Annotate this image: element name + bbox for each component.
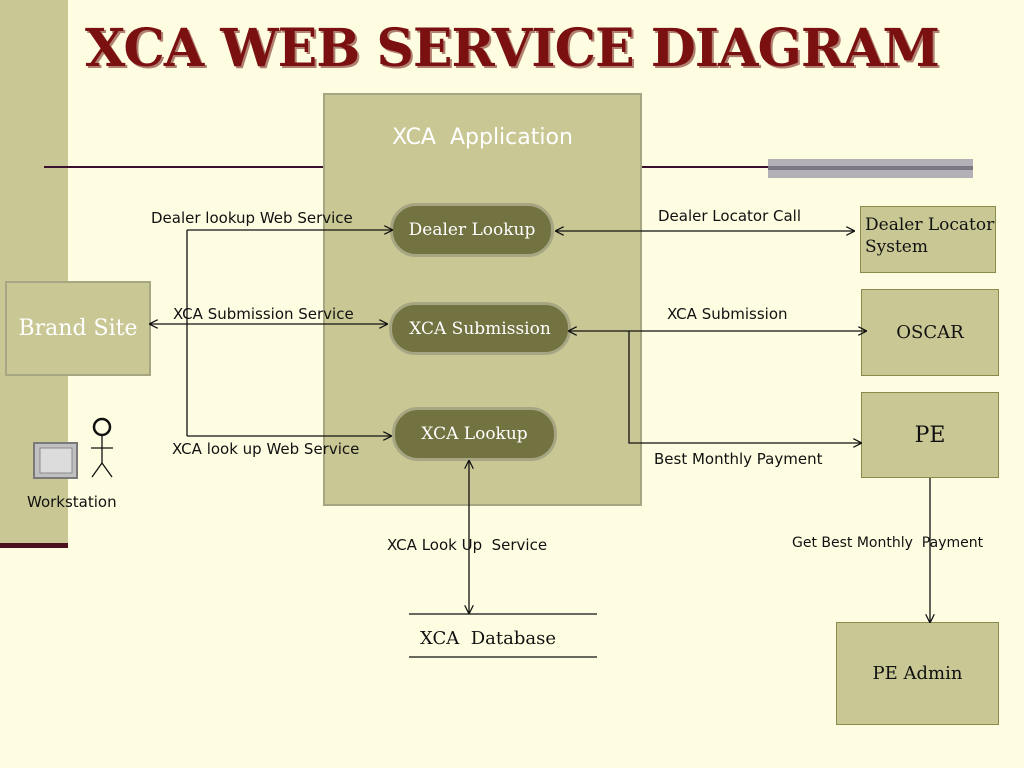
- xca-lookup-node: XCA Lookup: [392, 407, 557, 461]
- xca-lookup-ws-label: XCA look up Web Service: [172, 440, 360, 458]
- get-best-monthly-payment-label: Get Best Monthly Payment: [792, 535, 984, 551]
- xca-lookup-service-label: XCA Look Up Service: [387, 536, 548, 554]
- pe-node: PE: [861, 392, 999, 478]
- best-monthly-payment-arrow: [628, 331, 861, 443]
- dealer-locator-label-line1: Dealer Locator: [865, 215, 995, 235]
- dealer-locator-system-node: Dealer Locator System: [860, 206, 996, 273]
- xca-submission-service-label: XCA Submission Service: [173, 305, 354, 323]
- left-decor-rule: [0, 543, 68, 548]
- dealer-lookup-node: Dealer Lookup: [390, 203, 554, 257]
- oscar-node: OSCAR: [861, 289, 999, 376]
- workstation-label: Workstation: [27, 493, 117, 511]
- dealer-lookup-ws-label: Dealer lookup Web Service: [151, 209, 353, 227]
- xca-database-label: XCA Database: [420, 628, 556, 649]
- dealer-locator-call-label: Dealer Locator Call: [658, 207, 802, 225]
- page-title: XCA WEB SERVICE DIAGRAM: [85, 18, 940, 79]
- header-rule-left: [44, 166, 326, 168]
- header-rule-bar-stripe: [768, 166, 973, 170]
- pe-admin-node: PE Admin: [836, 622, 999, 725]
- xca-application-title: XCA Application: [392, 125, 573, 150]
- person-icon: [91, 417, 113, 478]
- xca-submission-label: XCA Submission: [667, 305, 788, 323]
- brand-site-node: Brand Site: [5, 281, 151, 376]
- dealer-locator-label-line2: System: [865, 237, 928, 257]
- best-monthly-payment-label: Best Monthly Payment: [654, 450, 823, 468]
- header-rule-right: [640, 166, 770, 168]
- monitor-icon: [33, 442, 78, 479]
